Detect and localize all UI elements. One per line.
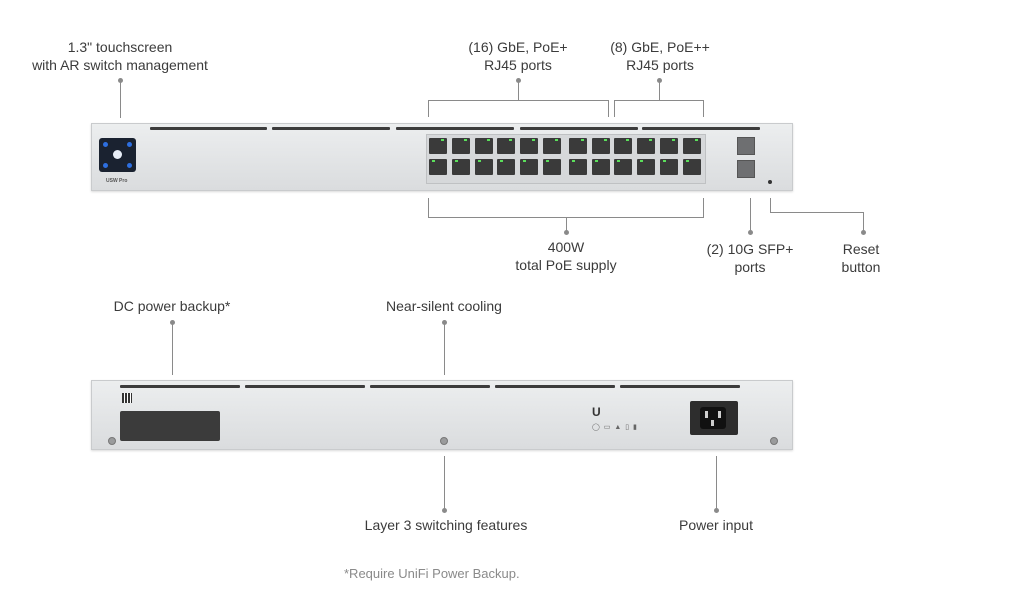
dc-backup-leader xyxy=(172,322,173,375)
rj45-port-icon[interactable] xyxy=(660,159,678,175)
port-led xyxy=(441,139,444,141)
port-led xyxy=(617,160,621,162)
dc-backup-label: DC power backup* xyxy=(113,298,231,314)
touchscreen-center-button xyxy=(113,150,122,159)
rj45-port-icon[interactable] xyxy=(474,138,493,154)
cooling-label: Near-silent cooling xyxy=(386,298,502,314)
rj45-port-icon[interactable] xyxy=(591,159,610,175)
rj45-port-icon[interactable] xyxy=(520,138,539,154)
screw-icon xyxy=(108,437,116,445)
power-input-label: Power input xyxy=(679,517,753,533)
rj45-port-icon[interactable] xyxy=(543,159,561,175)
port-led xyxy=(571,160,575,162)
port-led xyxy=(594,160,598,162)
rj45-port-icon[interactable] xyxy=(451,138,470,154)
vent-slot xyxy=(272,127,390,130)
power-input-leader xyxy=(716,456,717,510)
rj45-port-icon[interactable] xyxy=(568,138,587,154)
vent-slot xyxy=(370,385,490,388)
vent-slot xyxy=(120,385,240,388)
switch-front-panel: USW Pro xyxy=(91,123,793,191)
port-led xyxy=(477,160,481,162)
poe-plus-bracket xyxy=(428,100,609,101)
layer3-label: Layer 3 switching features xyxy=(364,517,528,533)
vent-slot xyxy=(495,385,615,388)
port-led xyxy=(640,160,644,162)
rj45-port-icon[interactable] xyxy=(520,159,539,175)
port-led xyxy=(685,160,689,162)
screw-icon xyxy=(770,437,778,445)
rj45-port-icon[interactable] xyxy=(497,159,516,175)
dc-power-backup-port[interactable] xyxy=(120,411,220,441)
rj45-port-icon[interactable] xyxy=(474,159,493,175)
switch-rear-panel: U ◯ ▭ ▲ ▯ ▮ xyxy=(91,380,793,450)
reset-leader xyxy=(770,198,771,212)
touchscreen-leader-dot xyxy=(117,78,123,83)
vent-slot xyxy=(642,127,760,130)
vent-slot xyxy=(396,127,514,130)
sfp-port-icon[interactable] xyxy=(737,160,755,178)
rj45-port-icon[interactable] xyxy=(497,138,516,154)
sfp-leader xyxy=(750,198,751,233)
gbe-poe-plus-label: (16) GbE, PoE+ RJ45 ports xyxy=(468,39,568,73)
port-led xyxy=(672,139,675,141)
port-led xyxy=(626,139,630,141)
gbe-poe-plusplus-label: (8) GbE, PoE++ RJ45 ports xyxy=(610,39,710,73)
brand-mark: USW Pro xyxy=(106,178,128,184)
layer3-leader xyxy=(444,456,445,510)
rj45-port-icon[interactable] xyxy=(682,138,701,154)
footnote: *Require UniFi Power Backup. xyxy=(344,566,520,581)
rj45-port-icon[interactable] xyxy=(660,138,678,154)
rj45-port-icon[interactable] xyxy=(429,159,447,175)
rj45-port-icon[interactable] xyxy=(614,138,633,154)
vent-slot xyxy=(620,385,740,388)
port-led xyxy=(603,139,607,141)
cooling-leader xyxy=(444,322,445,375)
port-led xyxy=(454,160,458,162)
screw-icon xyxy=(440,437,448,445)
rj45-port-icon[interactable] xyxy=(637,159,656,175)
qr-code-icon xyxy=(122,393,132,403)
port-led xyxy=(509,139,513,141)
port-led xyxy=(532,139,536,141)
port-led xyxy=(546,160,549,162)
port-led xyxy=(500,160,504,162)
port-led xyxy=(555,139,558,141)
vent-slot xyxy=(520,127,638,130)
port-led xyxy=(694,139,698,141)
sfp-port-icon[interactable] xyxy=(737,137,755,155)
poe-plusplus-bracket xyxy=(614,100,703,101)
sfp-ports-label: (2) 10G SFP+ ports xyxy=(706,241,794,275)
port-led xyxy=(432,160,435,162)
touchscreen-label: 1.3" touchscreen with AR switch manageme… xyxy=(32,39,208,73)
rj45-port-icon[interactable] xyxy=(682,159,701,175)
port-led xyxy=(523,160,527,162)
vent-slot xyxy=(150,127,267,130)
port-led xyxy=(649,139,653,141)
vent-slot xyxy=(245,385,365,388)
rj45-port-icon[interactable] xyxy=(591,138,610,154)
port-led xyxy=(463,139,467,141)
port-led xyxy=(486,139,490,141)
poe-supply-label: 400W total PoE supply xyxy=(515,239,617,273)
power-inlet-icon[interactable] xyxy=(690,401,738,435)
touchscreen-leader xyxy=(120,80,121,118)
ubiquiti-logo-icon: U xyxy=(592,405,601,419)
rj45-port-block xyxy=(426,134,706,184)
port-led xyxy=(580,139,584,141)
rj45-port-icon[interactable] xyxy=(543,138,561,154)
rj45-port-icon[interactable] xyxy=(451,159,470,175)
rj45-port-icon[interactable] xyxy=(637,138,656,154)
rj45-port-icon[interactable] xyxy=(568,159,587,175)
touchscreen-icon[interactable] xyxy=(99,138,136,172)
reset-button-label: Reset button xyxy=(841,241,881,275)
rj45-port-icon[interactable] xyxy=(614,159,633,175)
reset-button[interactable] xyxy=(768,180,772,184)
rj45-port-icon[interactable] xyxy=(429,138,447,154)
port-led xyxy=(663,160,666,162)
certification-marks-icon: ◯ ▭ ▲ ▯ ▮ xyxy=(592,424,638,431)
